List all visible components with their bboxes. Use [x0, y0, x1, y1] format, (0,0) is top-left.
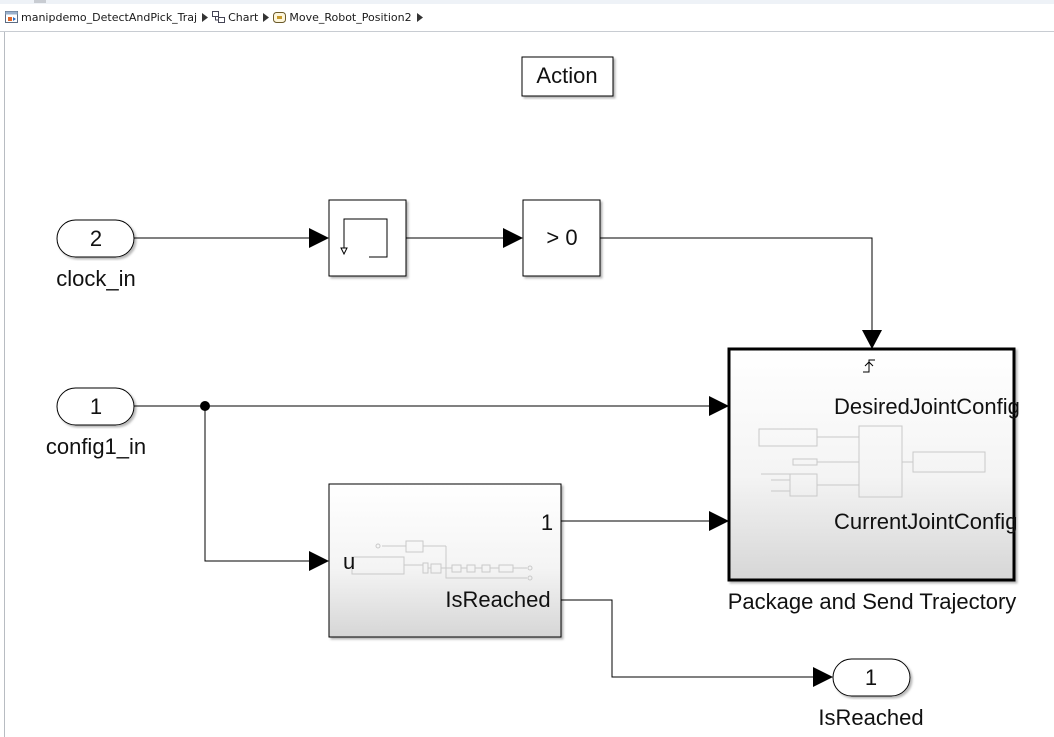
signal-line-branch-u — [204, 406, 311, 562]
arrowhead — [862, 330, 882, 349]
inport-config-number: 1 — [89, 394, 103, 419]
step-icon — [340, 218, 388, 258]
arrowhead — [309, 228, 329, 248]
breadcrumb-item-chart[interactable]: Chart — [212, 11, 258, 24]
breadcrumb-label-chart: Chart — [228, 11, 259, 24]
annotation-action: Action — [536, 63, 598, 88]
arrowhead — [309, 551, 329, 571]
diagram-svg — [56, 56, 1016, 697]
tab-marker — [34, 0, 46, 3]
breadcrumb-label-model: manipdemo_DetectAndPick_Traj — [21, 11, 198, 24]
breadcrumb-separator-icon — [416, 13, 423, 22]
reached-check-subsystem[interactable] — [328, 483, 562, 638]
arrowhead — [813, 667, 833, 687]
breadcrumb: manipdemo_DetectAndPick_Traj Chart Move_… — [0, 4, 1054, 32]
signal-lines — [134, 237, 873, 678]
subsystem-preview-icon — [758, 425, 986, 498]
inport-config-name: config1_in — [45, 434, 147, 459]
edge-detect-block[interactable] — [328, 199, 407, 277]
breadcrumb-separator-icon — [263, 13, 270, 22]
outport-name: IsReached — [818, 705, 924, 730]
branch-point — [200, 401, 210, 411]
breadcrumb-item-state[interactable]: Move_Robot_Position2 — [273, 11, 412, 24]
breadcrumb-label-state: Move_Robot_Position2 — [289, 11, 412, 24]
compare-block-label: > 0 — [546, 225, 578, 250]
arrowhead — [503, 228, 523, 248]
chart-icon — [212, 11, 226, 23]
model-canvas[interactable]: Action 2 clock_in 1 config1_in > 0 Desir… — [4, 32, 1054, 737]
outport-isreached[interactable] — [832, 658, 911, 697]
outport-number: 1 — [864, 665, 878, 690]
window-top-strip — [0, 0, 1054, 4]
compare-to-zero-block[interactable] — [522, 199, 601, 277]
subsystem-input-u: u — [343, 549, 356, 574]
package-block-name: Package and Send Trajectory — [727, 589, 1017, 614]
inport-clock-name: clock_in — [56, 266, 136, 291]
arrowhead — [709, 396, 729, 416]
model-icon — [5, 11, 18, 23]
trigger-icon — [863, 359, 875, 373]
port-label-desired: DesiredJointConfig — [834, 394, 1020, 419]
subsystem-preview-icon — [351, 540, 533, 581]
subsystem-output-isreached: IsReached — [445, 587, 551, 612]
port-label-current: CurrentJointConfig — [834, 509, 1018, 534]
signal-line-isreached — [561, 599, 815, 678]
package-and-send-trajectory-block[interactable] — [727, 347, 1016, 582]
state-icon — [273, 12, 287, 23]
annotation-action-box[interactable] — [521, 56, 614, 97]
inport-clock-number: 2 — [89, 226, 103, 251]
arrowhead — [709, 511, 729, 531]
breadcrumb-separator-icon — [202, 13, 209, 22]
subsystem-output-1: 1 — [540, 510, 554, 535]
signal-line-trigger — [600, 237, 873, 332]
breadcrumb-item-model[interactable]: manipdemo_DetectAndPick_Traj — [5, 11, 197, 24]
arrowheads — [309, 228, 882, 687]
